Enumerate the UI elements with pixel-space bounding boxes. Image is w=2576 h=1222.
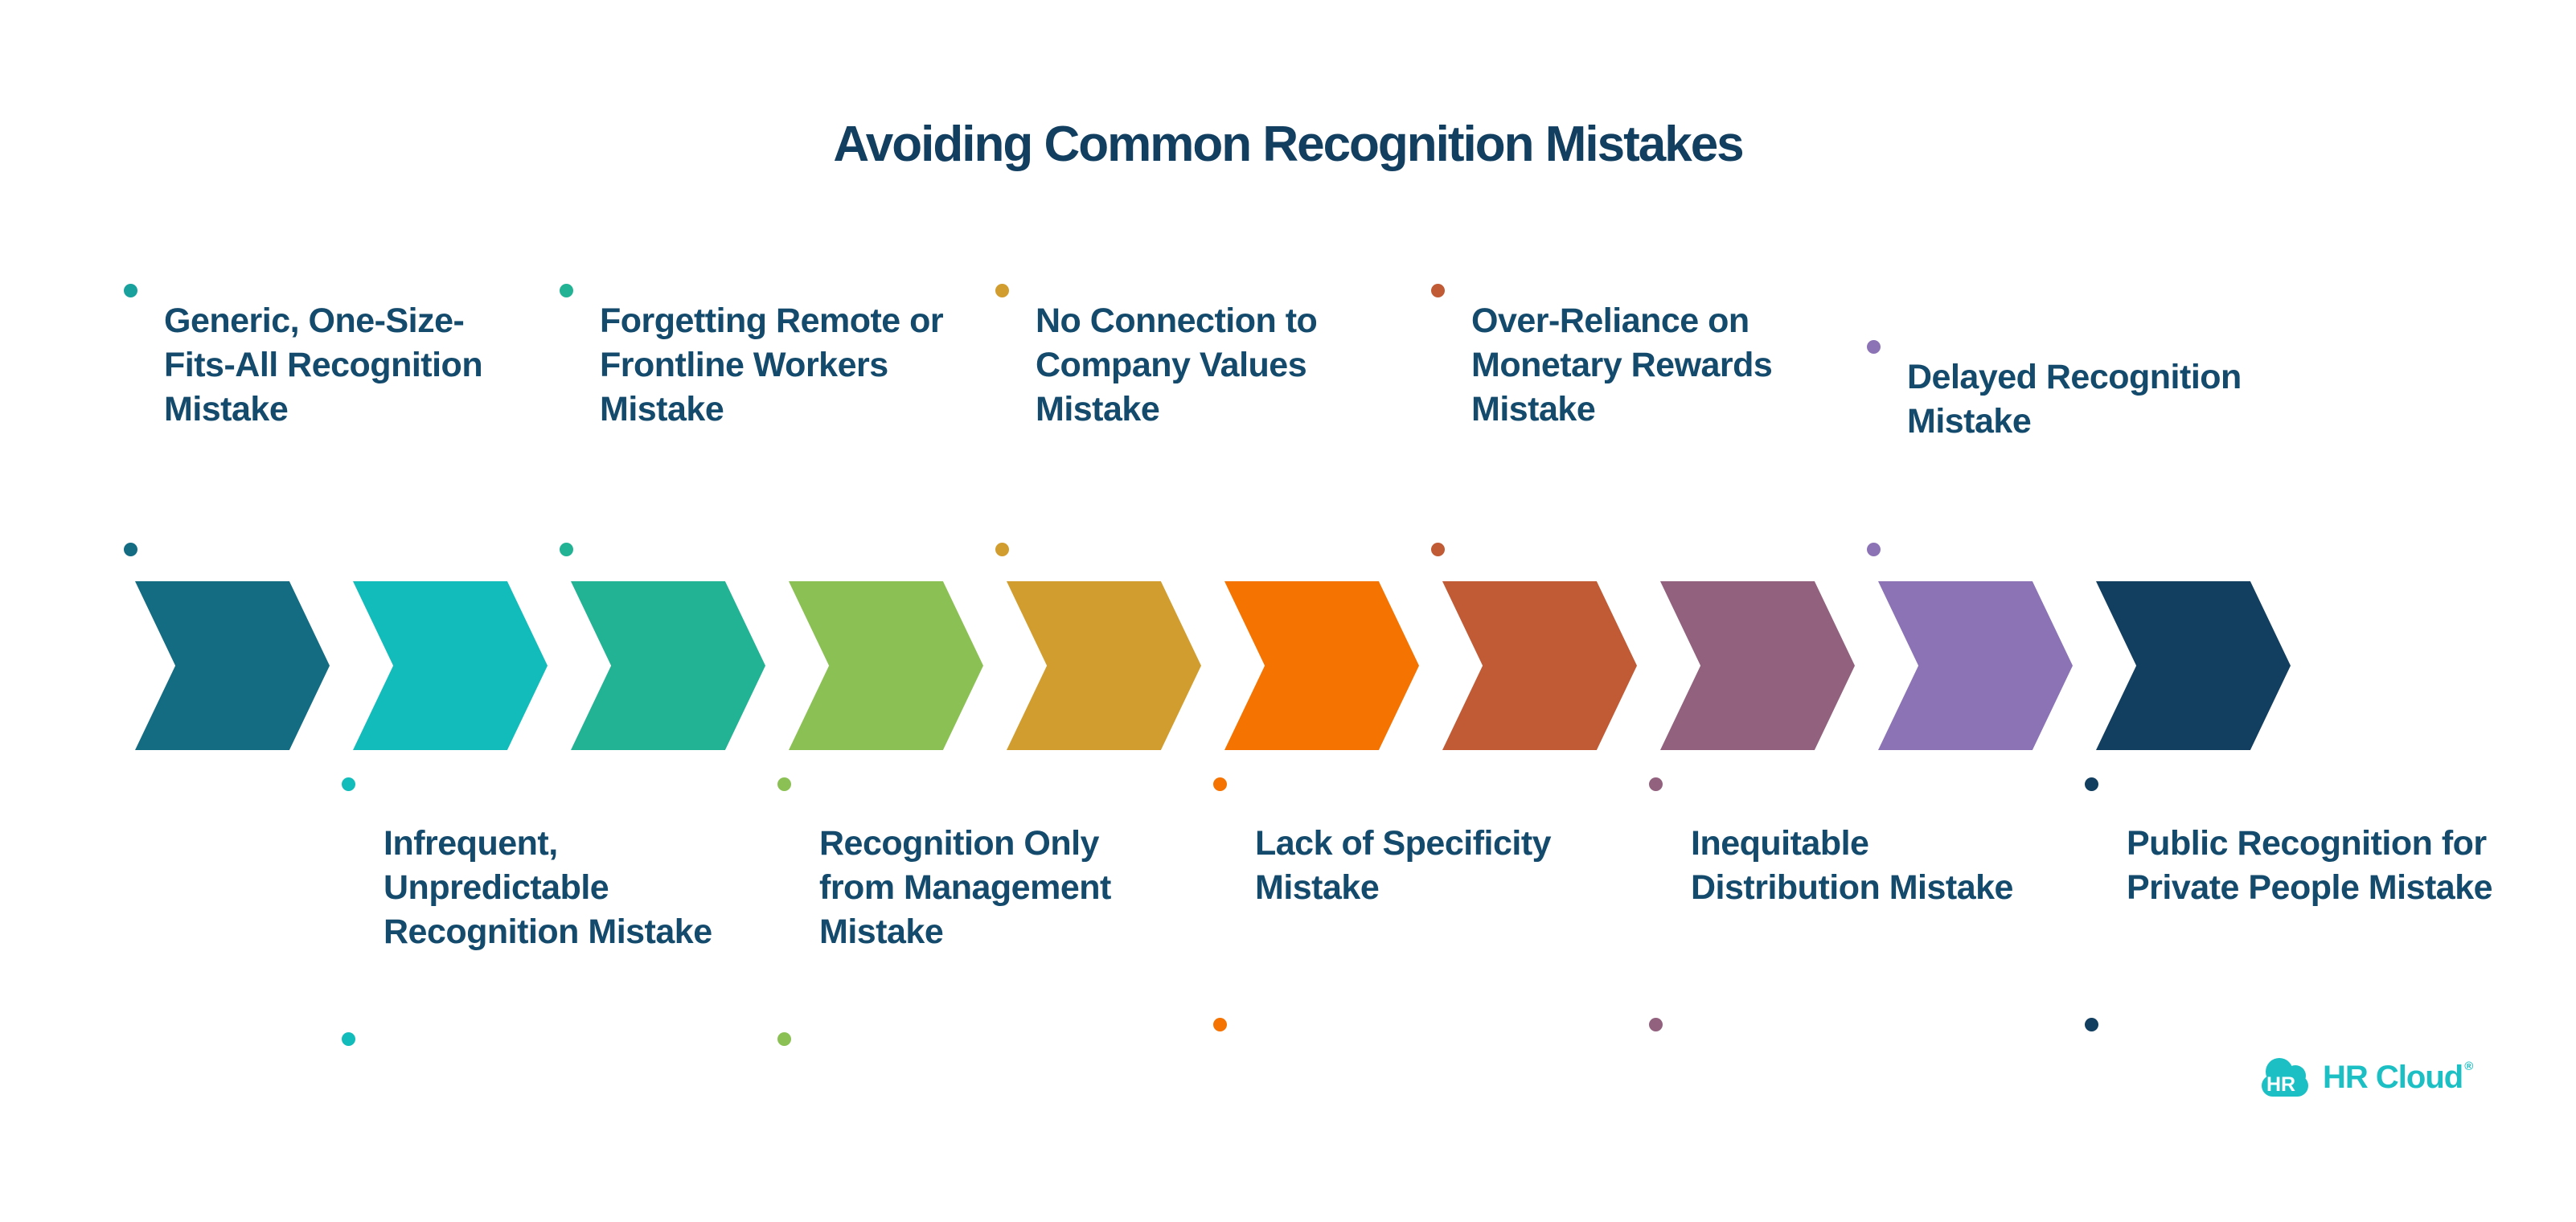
step-marker-dot [1866,542,1881,556]
chevron-step [571,581,765,750]
step-label: Delayed Recognition Mistake [1907,358,2242,441]
step-marker-dot [995,542,1009,556]
step-label: Recognition Only from Management Mistake [819,824,1111,951]
step-marker-dot [2084,777,2098,791]
step-label: Lack of Specificity Mistake [1255,824,1552,907]
cloud-icon: HR [2262,1058,2308,1097]
step-label-dot [559,283,573,297]
chevron-step [1224,581,1419,750]
step-label-dot [1430,283,1445,297]
registered-mark: ® [2464,1060,2474,1073]
step-marker-dot [559,542,573,556]
step-label-dot [341,1031,355,1046]
chevron-step [789,581,983,750]
step-label: Forgetting Remote or Frontline Workers M… [600,301,944,429]
step-label: Public Recognition for Private People Mi… [2127,824,2493,907]
step-label-dot [995,283,1009,297]
step-label-dot [1866,339,1881,354]
step-label: Infrequent, Unpredictable Recognition Mi… [384,824,712,951]
step-marker-dot [123,542,137,556]
step-label-dot [777,1031,791,1046]
brand-name: HR Cloud ® [2323,1055,2473,1100]
step-label-dot [123,283,137,297]
step-label-dot [2084,1017,2098,1031]
chevron-step [1442,581,1637,750]
step-marker-dot [1648,777,1663,791]
chevron-step [2096,581,2291,750]
chevron-step [1878,581,2073,750]
page-title: Avoiding Common Recognition Mistakes [833,117,1744,172]
hrcloud-logo: HR HR Cloud ® [2258,1055,2473,1100]
step-label-dot [1212,1017,1227,1031]
step-label: Inequitable Distribution Mistake [1691,824,2013,907]
chevron-step [353,581,548,750]
step-marker-dot [1212,777,1227,791]
step-label: Over-Reliance on Monetary Rewards Mistak… [1471,301,1773,429]
step-label: Generic, One-Size- Fits-All Recognition … [164,301,483,429]
chevron-step [135,581,330,750]
step-marker-dot [1430,542,1445,556]
chevron-step [1660,581,1855,750]
chevron-step [1007,581,1201,750]
step-label: No Connection to Company Values Mistake [1036,301,1318,429]
step-label-dot [1648,1017,1663,1031]
step-marker-dot [777,777,791,791]
cloud-hr-text: HR [2266,1073,2295,1096]
step-marker-dot [341,777,355,791]
brand-name-text: HR Cloud [2323,1060,2463,1095]
